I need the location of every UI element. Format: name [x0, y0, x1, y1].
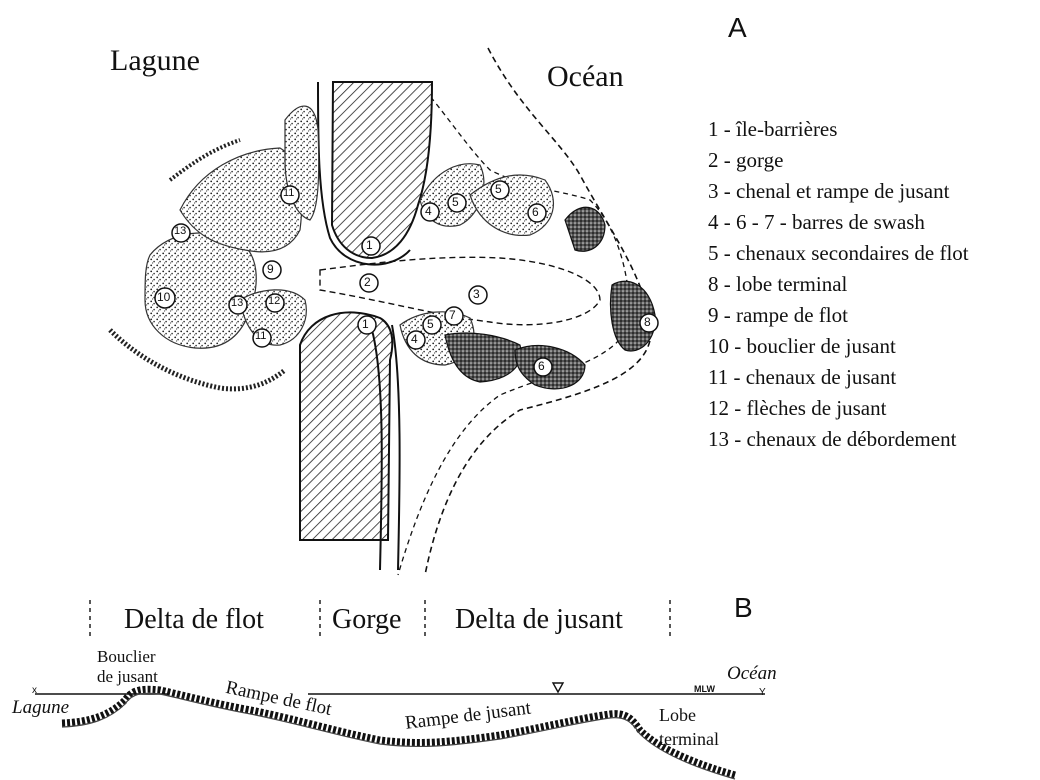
legend-item-5: 5 - chenaux secondaires de flot: [708, 241, 969, 266]
lagune-profile-label: Lagune: [12, 698, 69, 717]
marker-10-label: 10: [157, 291, 170, 303]
legend-item-1: 1 - île-barrières: [708, 117, 837, 142]
barrier-island-south: [300, 312, 392, 540]
marker-6b-label: 6: [538, 360, 545, 372]
marker-1a-label: 1: [366, 239, 373, 251]
lobe-label-1: Lobe: [659, 706, 696, 724]
legend-item-2: 2 - gorge: [708, 148, 783, 173]
marker-9-label: 9: [267, 263, 274, 275]
marker-4b-label: 4: [411, 333, 418, 345]
swash-bar-north-3: [565, 207, 605, 251]
marker-1b-label: 1: [362, 318, 369, 330]
bouclier-label-1: Bouclier: [97, 648, 156, 665]
zone-ebb-delta: Delta de jusant: [455, 606, 623, 634]
marker-5a-label: 5: [452, 196, 459, 208]
legend-item-6: 8 - lobe terminal: [708, 272, 847, 297]
legend-item-3: 3 - chenal et rampe de jusant: [708, 179, 949, 204]
marker-11b-label: 11: [255, 331, 266, 342]
legend-item-8: 10 - bouclier de jusant: [708, 334, 896, 359]
panel-b-label: B: [734, 594, 753, 622]
marker-12-label: 12: [268, 296, 280, 307]
bouclier-label-2: de jusant: [97, 668, 158, 685]
legend-item-10: 12 - flèches de jusant: [708, 396, 886, 421]
x-mark: x: [32, 686, 37, 696]
legend-item-4: 4 - 6 - 7 - barres de swash: [708, 210, 925, 235]
marker-11a-label: 11: [283, 188, 294, 199]
legend-item-9: 11 - chenaux de jusant: [708, 365, 896, 390]
seafloor-profile-base: [62, 693, 735, 779]
marker-13b-label: 13: [231, 298, 243, 309]
legend-item-7: 9 - rampe de flot: [708, 303, 848, 328]
swash-bar-south-2: [445, 333, 521, 382]
ocean-profile-label: Océan: [727, 664, 777, 683]
legend-item-11: 13 - chenaux de débordement: [708, 427, 956, 452]
ocean-label: Océan: [547, 62, 624, 92]
marker-3-label: 3: [473, 288, 480, 300]
y-mark: Y: [759, 688, 766, 698]
zone-throat: Gorge: [332, 606, 401, 634]
marker-6a-label: 6: [532, 206, 539, 218]
marker-8-label: 8: [644, 316, 651, 328]
lobe-label-2: terminal: [659, 730, 719, 748]
panel-a-label: A: [728, 14, 747, 42]
barrier-island-north: [332, 82, 432, 258]
marker-2-label: 2: [364, 276, 371, 288]
marker-5c-label: 5: [427, 318, 434, 330]
marker-7-label: 7: [449, 309, 456, 321]
marker-13a-label: 13: [174, 226, 186, 237]
zone-flood-delta: Delta de flot: [124, 606, 264, 634]
marker-5b-label: 5: [495, 183, 502, 195]
mlw-label: MLW: [694, 685, 715, 694]
water-level-marker: [553, 683, 563, 692]
marker-4a-label: 4: [425, 205, 432, 217]
seafloor-profile: [62, 689, 735, 775]
lagoon-label: Lagune: [110, 46, 200, 76]
